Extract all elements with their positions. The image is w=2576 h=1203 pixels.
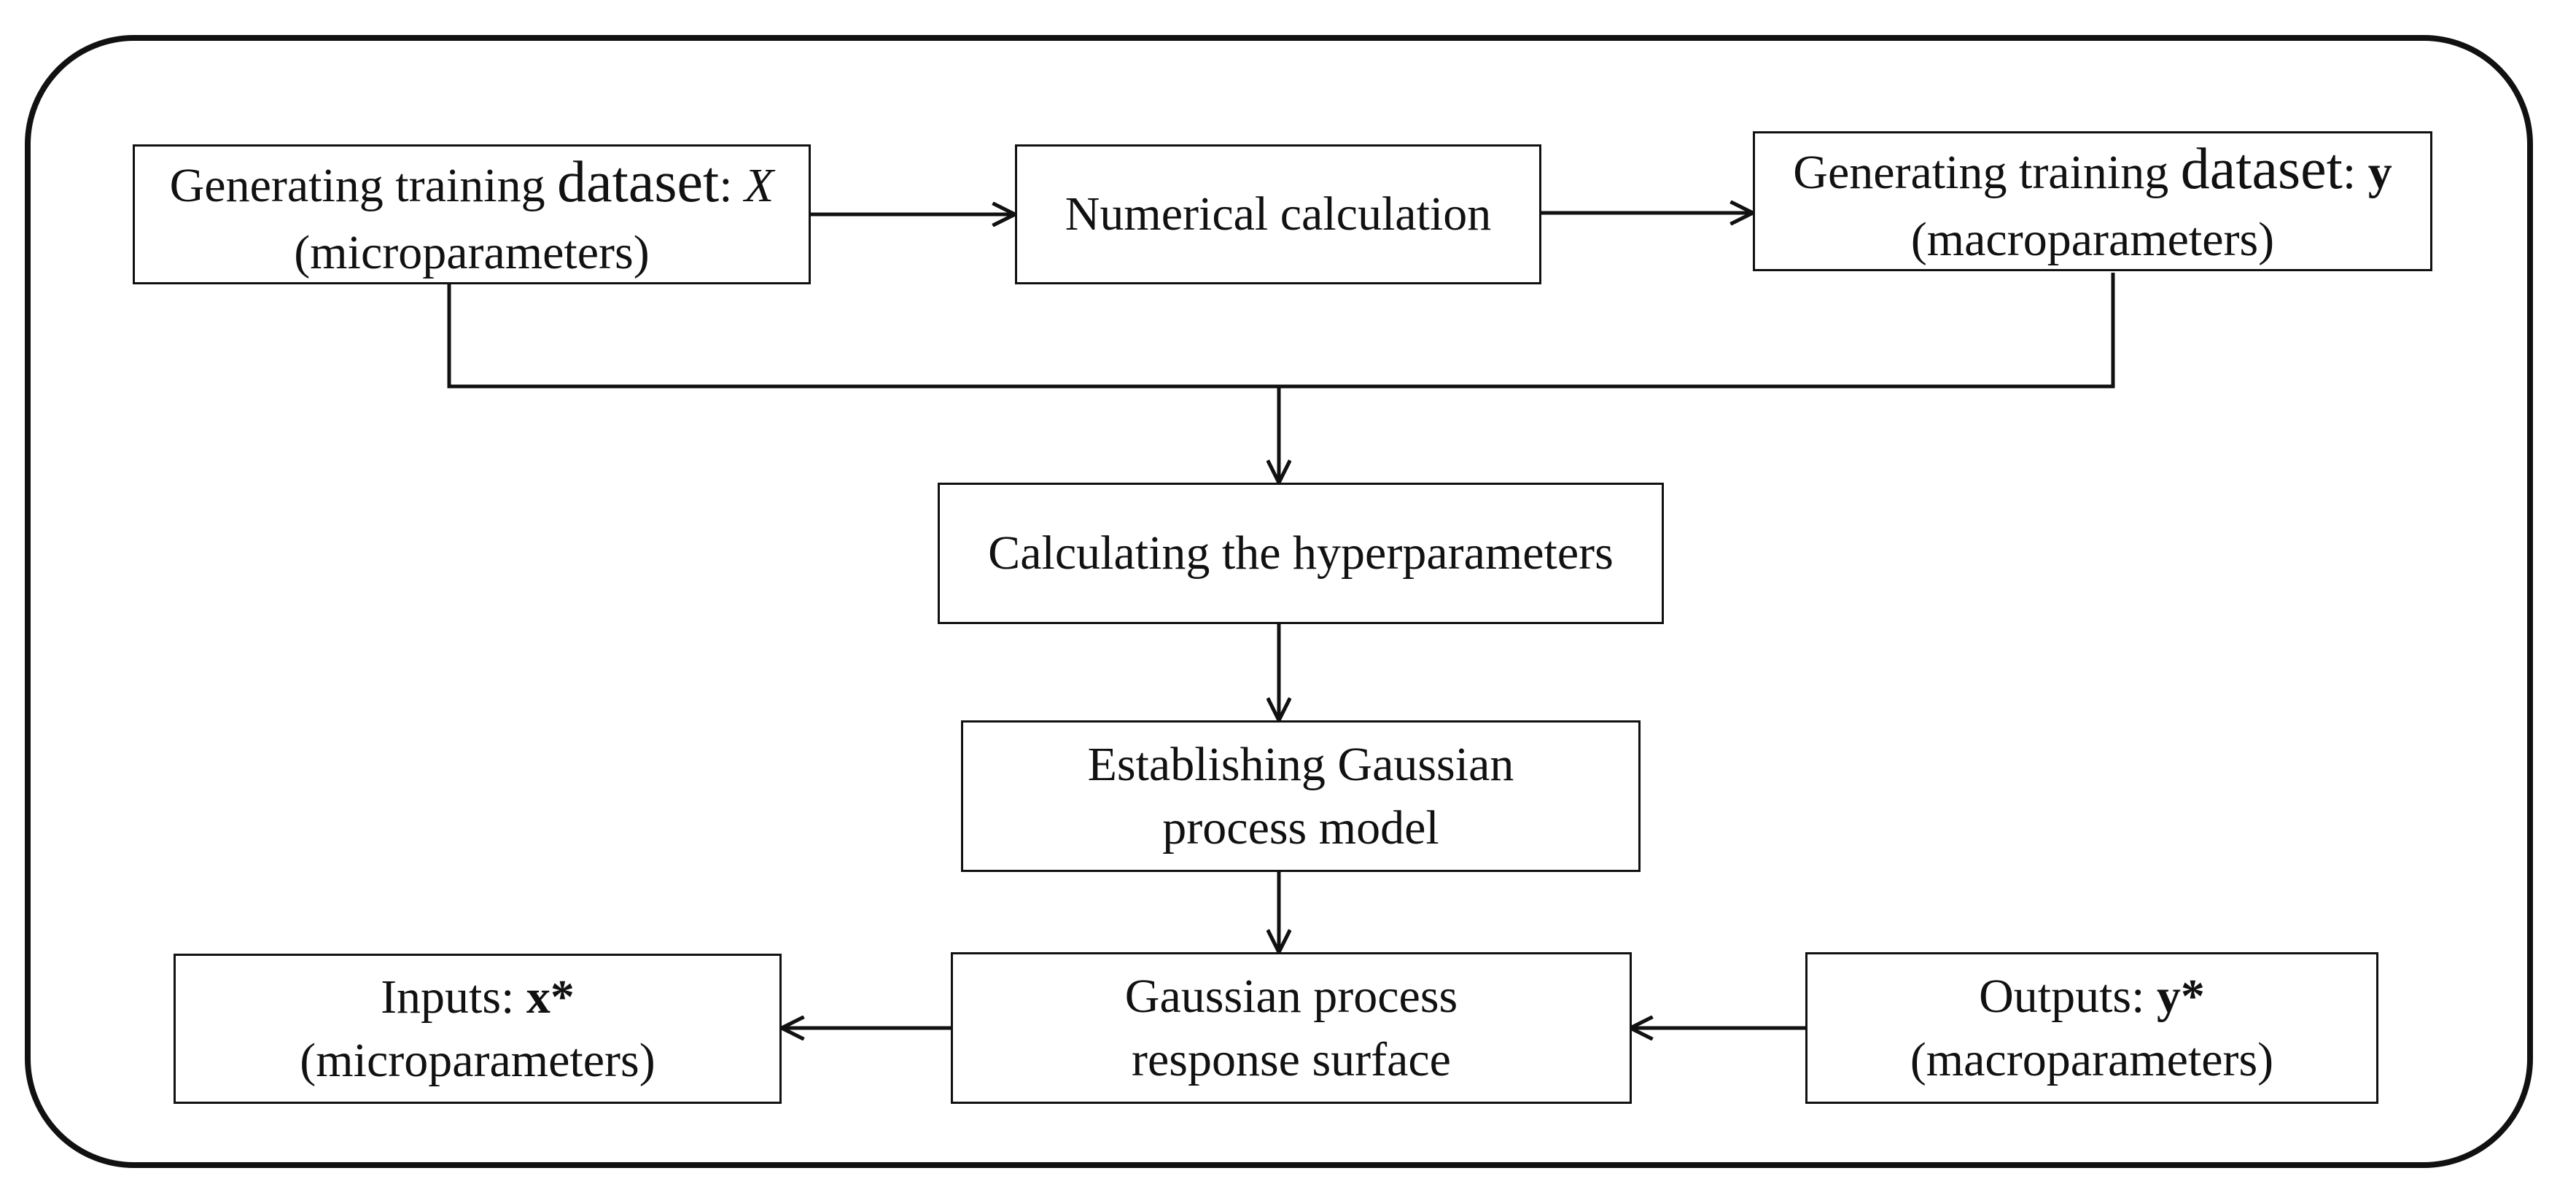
node-numerical-calculation-label: Numerical calculation [1065, 187, 1492, 241]
node-gaussian-model-line1: Establishing Gaussian [1087, 737, 1514, 791]
label-prefix: Outputs: [1979, 969, 2157, 1023]
node-response-surface-line2: response surface [1132, 1033, 1451, 1086]
node-generate-y-line1: Generating training dataset: y [1793, 131, 2392, 209]
variable-y-star: y* [2156, 969, 2205, 1023]
variable-x-star: x* [526, 970, 575, 1024]
node-inputs-line2: (microparameters) [300, 1034, 655, 1087]
node-generate-y-line2: (macroparameters) [1910, 213, 2275, 267]
node-gaussian-model: Establishing Gaussian process model [961, 720, 1641, 872]
label-prefix: Inputs: [381, 970, 526, 1024]
node-generate-x: Generating training dataset: X (micropar… [133, 144, 811, 284]
node-outputs-line1: Outputs: y* [1979, 965, 2205, 1028]
edge-genx-branch [447, 273, 2115, 389]
label-prefix: Generating training [1793, 145, 2181, 199]
variable-y: y [2367, 145, 2392, 199]
node-inputs: Inputs: x* (microparameters) [174, 954, 782, 1104]
node-inputs-line1: Inputs: x* [381, 965, 575, 1029]
node-gaussian-model-line2: process model [1162, 801, 1439, 854]
node-numerical-calculation: Numerical calculation [1015, 144, 1541, 284]
node-response-surface: Gaussian process response surface [951, 952, 1632, 1104]
node-generate-x-line2: (microparameters) [294, 226, 650, 280]
node-outputs-line2: (macroparameters) [1910, 1033, 2274, 1086]
label-separator: : [719, 158, 745, 212]
node-outputs: Outputs: y* (macroparameters) [1805, 952, 2378, 1104]
node-response-surface-line1: Gaussian process [1124, 969, 1458, 1023]
label-separator: : [2342, 145, 2368, 199]
node-generate-y: Generating training dataset: y (macropar… [1753, 131, 2432, 271]
node-hyperparameters-label: Calculating the hyperparameters [988, 526, 1614, 580]
label-dataset: dataset [557, 149, 720, 214]
outer-frame [25, 35, 2533, 1168]
label-dataset: dataset [2180, 136, 2343, 201]
variable-x: X [744, 158, 774, 212]
label-prefix: Generating training [169, 158, 558, 212]
node-hyperparameters: Calculating the hyperparameters [938, 483, 1664, 624]
node-generate-x-line1: Generating training dataset: X [170, 144, 774, 222]
